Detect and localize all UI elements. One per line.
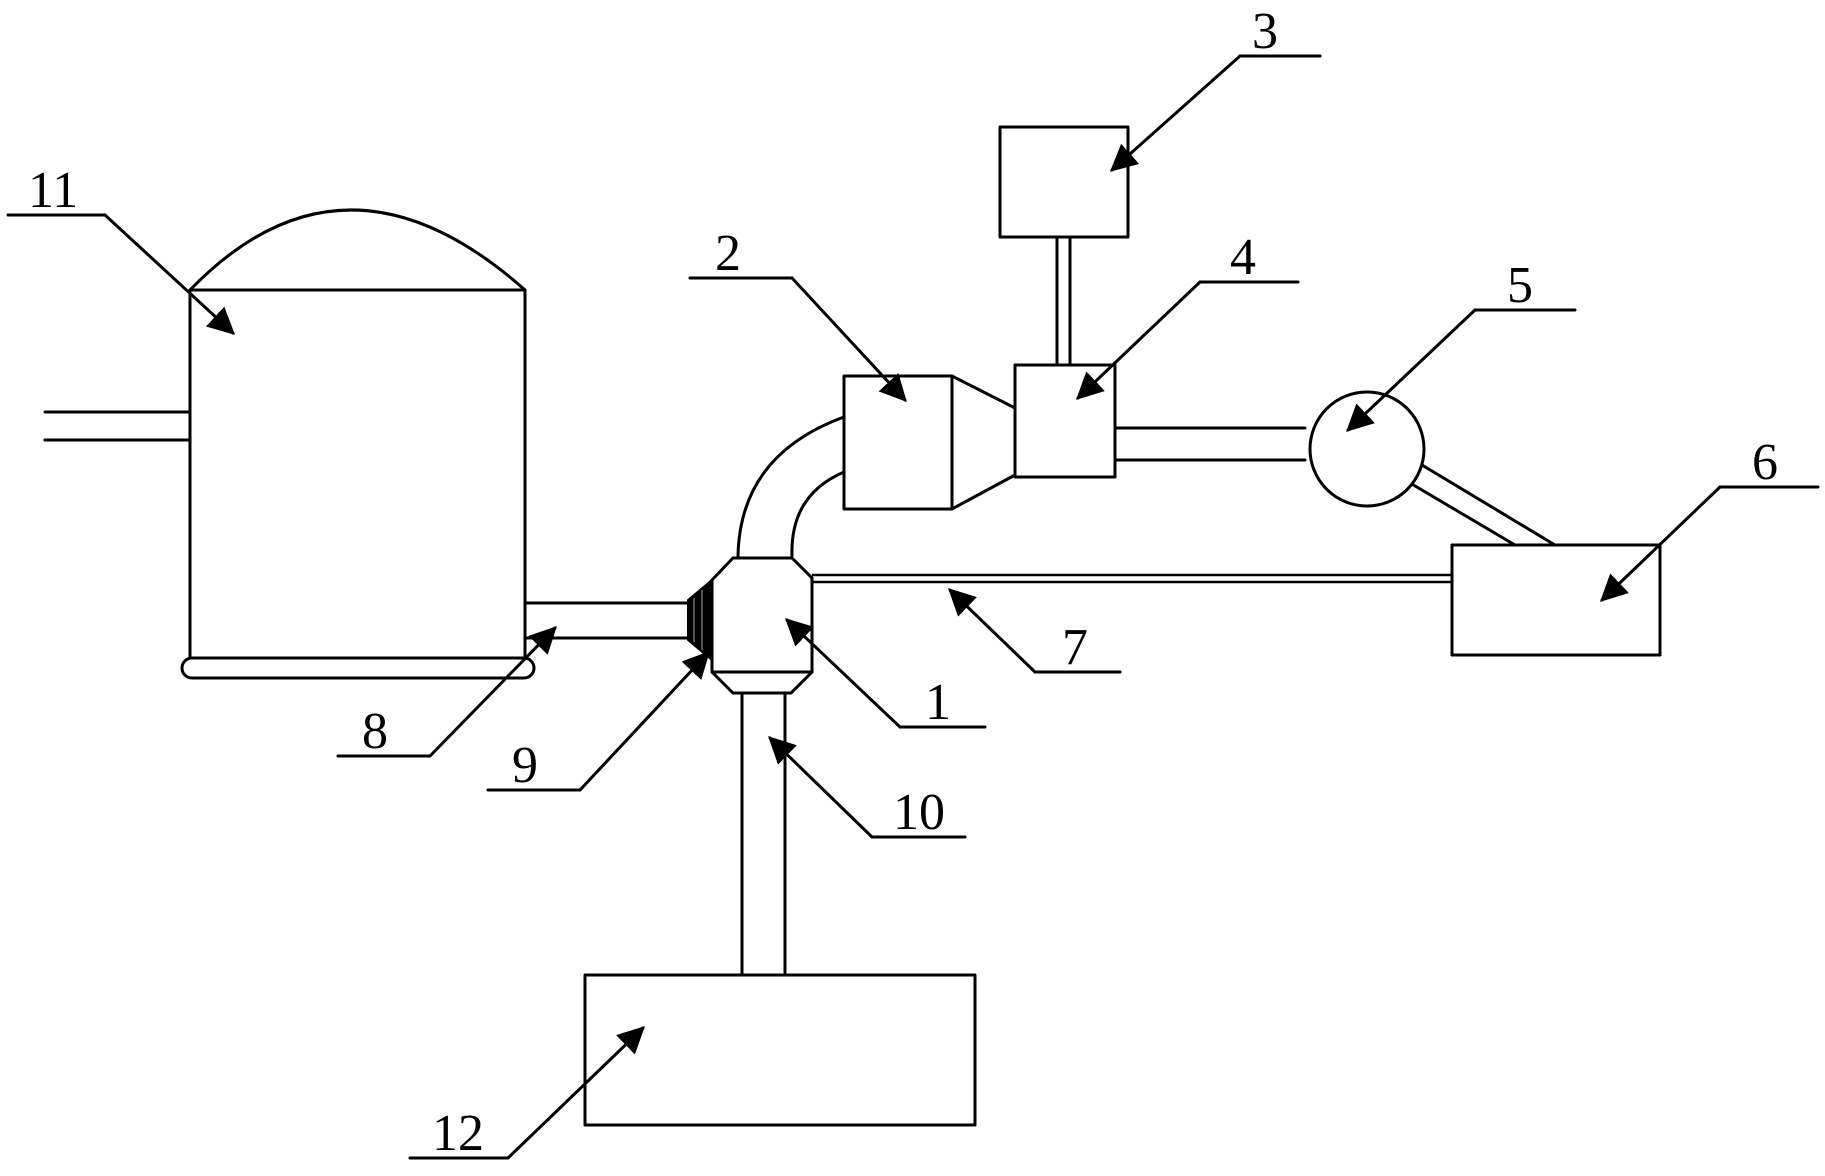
label-1: 1 [925, 674, 951, 731]
label-11: 11 [28, 162, 78, 219]
label-6: 6 [1752, 434, 1778, 491]
tank-component-11 [43, 208, 536, 680]
label-7: 7 [1062, 619, 1088, 676]
label-4: 4 [1230, 229, 1256, 286]
pipe-component-10 [740, 691, 787, 977]
label-9: 9 [512, 737, 538, 794]
label-8: 8 [362, 703, 388, 760]
leader-lines [6, 54, 1820, 1160]
box-component-4 [1013, 363, 1117, 479]
joint-component-1 [710, 556, 814, 695]
box-component-3 [998, 125, 1130, 367]
label-5: 5 [1507, 257, 1533, 314]
label-10: 10 [893, 784, 945, 841]
label-12: 12 [432, 1105, 484, 1162]
elbow-pipe [736, 415, 846, 558]
box-component-2 [842, 374, 1017, 511]
label-3: 3 [1252, 3, 1278, 60]
box-component-6 [1450, 543, 1662, 657]
pipe-4-to-5 [1113, 426, 1307, 462]
connector-component-9 [687, 577, 713, 663]
box-component-12 [583, 973, 977, 1127]
label-2: 2 [715, 225, 741, 282]
line-component-7 [812, 573, 1452, 584]
pump-component-5 [1308, 390, 1557, 547]
